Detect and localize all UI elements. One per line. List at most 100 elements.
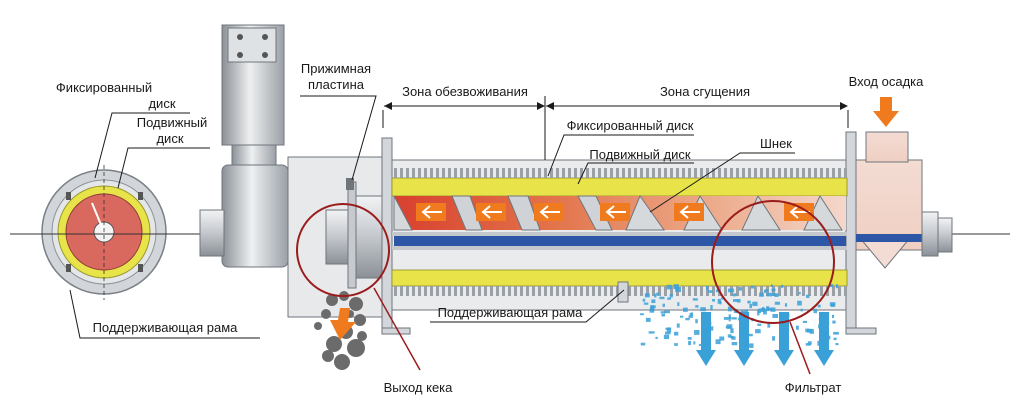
filtrate-drop <box>712 299 716 302</box>
filtrate-drop <box>683 307 688 312</box>
disk-tooth <box>442 168 445 178</box>
filtrate-drop <box>736 299 741 303</box>
cross-section-view <box>41 165 167 300</box>
filtrate-drop <box>706 285 709 290</box>
disk-tooth <box>640 168 643 178</box>
filtrate-drop <box>733 310 738 313</box>
filtrate-drop <box>695 319 698 324</box>
blue-shaft <box>394 236 846 246</box>
filtrate-drop <box>808 341 812 345</box>
disk-tooth <box>670 286 673 296</box>
label-sludge-inlet: Вход осадка <box>849 74 925 89</box>
disk-tooth <box>520 168 523 178</box>
filtrate-drop <box>807 328 812 333</box>
disk-tooth <box>490 168 493 178</box>
filtrate-drop <box>774 301 780 305</box>
disk-tooth <box>406 286 409 296</box>
filtrate-drop <box>833 331 839 335</box>
filtrate-spray <box>640 284 839 348</box>
filtrate-drop <box>676 323 680 328</box>
filtrate-drop <box>692 298 698 301</box>
filtrate-drop <box>662 303 665 307</box>
disk-tooth <box>622 168 625 178</box>
filtrate-drop <box>835 284 839 289</box>
disk-tooth <box>568 286 571 296</box>
filtrate-drop <box>797 300 802 306</box>
filtrate-drop <box>652 305 656 309</box>
filtrate-drop <box>780 284 784 288</box>
disk-tooth <box>526 286 529 296</box>
filtrate-drop <box>640 342 646 346</box>
disk-tooth <box>424 168 427 178</box>
disk-tooth <box>466 168 469 178</box>
moving-disk-top-text: Подвижный диск <box>589 147 690 162</box>
filtrate-drop <box>665 331 671 335</box>
disk-tooth <box>550 168 553 178</box>
filtrate-drop <box>757 310 760 316</box>
filtrate-drop <box>688 315 693 318</box>
filtrate-drop <box>644 293 650 298</box>
disk-tooth <box>640 286 643 296</box>
filtrate-drop <box>664 310 670 314</box>
inlet-arrow <box>873 97 899 127</box>
cake-outlet-text: Выход кека <box>384 380 454 395</box>
filtrate-drop <box>766 307 773 311</box>
label-fixed-disk-top: Фиксированный диск <box>547 118 694 177</box>
filtrate-drop <box>831 314 835 319</box>
filtrate-drop <box>645 317 651 322</box>
disk-tooth <box>724 168 727 178</box>
cake-piece <box>357 331 367 341</box>
disk-tooth <box>556 168 559 178</box>
label-support-frame-left: Поддерживающая рама <box>69 289 260 339</box>
disk-tooth <box>394 168 397 178</box>
filtrate-drop <box>660 311 666 314</box>
filtrate-drop <box>772 336 775 341</box>
disk-tooth <box>628 168 631 178</box>
filtrate-drop <box>829 284 834 288</box>
filtrate-drop <box>659 296 665 300</box>
filtrate-drop <box>774 293 779 297</box>
disk-tooth <box>610 286 613 296</box>
disk-tooth <box>844 168 847 178</box>
disk-tooth <box>544 168 547 178</box>
disk-tooth <box>430 286 433 296</box>
disk-tooth <box>670 168 673 178</box>
cake-piece <box>326 336 342 352</box>
disk-tooth <box>694 286 697 296</box>
filtrate-drop <box>656 292 659 296</box>
filtrate-drop <box>669 294 673 298</box>
disk-tooth <box>412 168 415 178</box>
disk-tooth <box>790 286 793 296</box>
filtrate-drop <box>698 343 701 346</box>
disk-tooth <box>832 286 835 296</box>
filtrate-drop <box>770 307 776 312</box>
filtrate-drop <box>763 309 767 315</box>
filtrate-drop <box>738 287 742 291</box>
filtrate-drop <box>762 307 765 310</box>
disk-tooth <box>658 286 661 296</box>
filtrate-drop <box>695 305 699 308</box>
disk-tooth <box>838 286 841 296</box>
disk-tooth <box>520 286 523 296</box>
filtrate-drop <box>663 334 670 340</box>
disk-tooth <box>586 286 589 296</box>
disk-tooth <box>490 286 493 296</box>
label-moving-disk-left: Подвижный диск <box>117 115 210 189</box>
disk-tooth <box>766 168 769 178</box>
disk-tooth <box>796 286 799 296</box>
filtrate-drop <box>745 309 749 314</box>
disk-tooth <box>826 168 829 178</box>
disk-tooth <box>406 168 409 178</box>
disk-tooth <box>778 286 781 296</box>
filtrate-drop <box>772 313 779 318</box>
disk-tooth <box>748 286 751 296</box>
disk-tooth <box>472 168 475 178</box>
support-frame-bottom-text: Поддерживающая рама <box>438 305 584 320</box>
filtrate-drop <box>813 308 818 314</box>
disk-tooth <box>466 286 469 296</box>
disk-tooth <box>820 286 823 296</box>
disk-tooth <box>418 286 421 296</box>
disk-tooth <box>562 286 565 296</box>
disk-tooth <box>838 168 841 178</box>
filtrate-drop <box>829 302 836 307</box>
